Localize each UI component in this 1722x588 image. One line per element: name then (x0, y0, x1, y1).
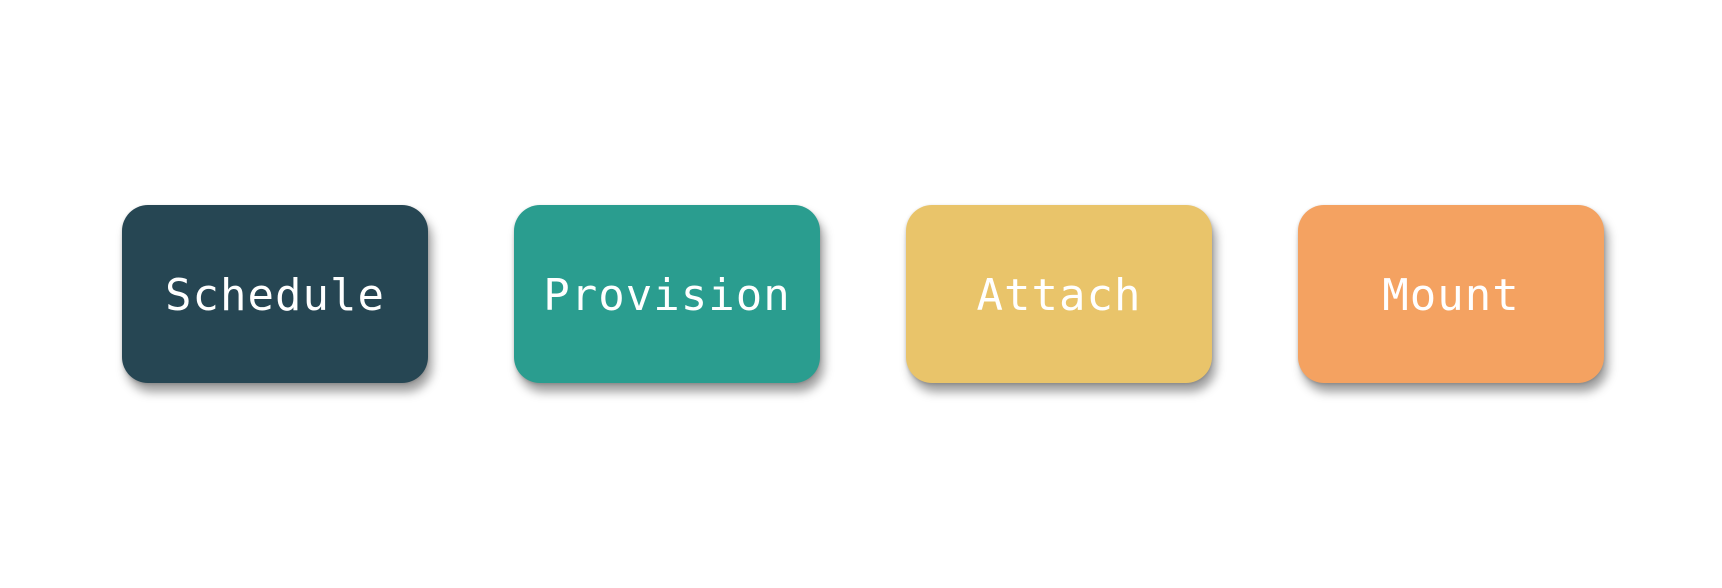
step-provision[interactable]: Provision (514, 205, 820, 383)
step-label: Attach (976, 269, 1142, 321)
step-attach[interactable]: Attach (906, 205, 1212, 383)
step-label: Mount (1382, 269, 1520, 321)
step-mount[interactable]: Mount (1298, 205, 1604, 383)
step-label: Provision (543, 269, 791, 321)
step-schedule[interactable]: Schedule (122, 205, 428, 383)
step-label: Schedule (165, 269, 385, 321)
